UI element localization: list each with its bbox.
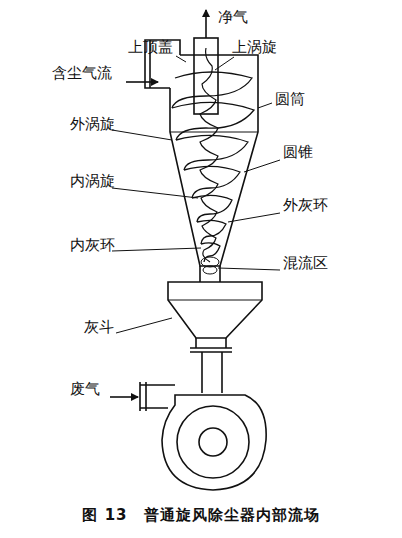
part-label: 上顶盖: [128, 38, 173, 56]
inlet-label: 废气: [70, 380, 100, 398]
figure-caption: 图 13 普通旋风除尘器内部流场: [82, 506, 319, 525]
flow-label: 外灰环: [283, 196, 328, 214]
flow-label: 上涡旋: [232, 38, 277, 56]
part-label: 灰斗: [84, 318, 114, 336]
part-label: 圆锥: [283, 143, 313, 161]
flow-label: 内灰环: [70, 236, 115, 254]
part-label: 圆筒: [275, 90, 305, 108]
flow-label: 内涡旋: [70, 172, 115, 190]
outlet-label: 净气: [218, 8, 248, 26]
inlet-label: 含尘气流: [52, 64, 112, 82]
flow-label: 混流区: [283, 254, 328, 272]
flow-label: 外涡旋: [70, 115, 115, 133]
